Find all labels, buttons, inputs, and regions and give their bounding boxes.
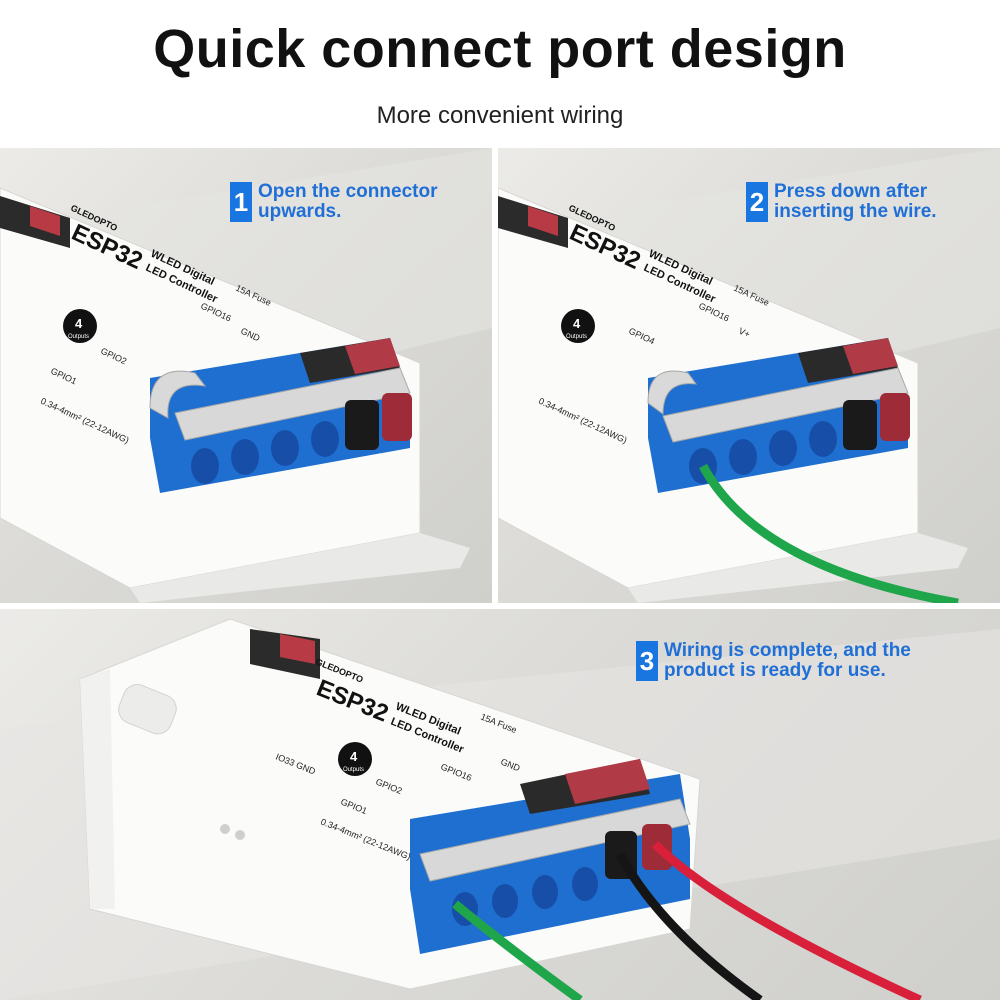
step-1-text: Open the connector upwards. — [258, 181, 438, 222]
outputs-count: 4 — [573, 316, 581, 331]
outputs-count: 4 — [350, 749, 358, 764]
step-2-number: 2 — [746, 182, 768, 222]
green-wire — [699, 463, 959, 603]
photo-panel-step-2: GLEDOPTO ESP32 WLED Digital LED Controll… — [498, 148, 1000, 603]
outputs-badge — [63, 309, 97, 343]
outputs-badge — [561, 309, 595, 343]
step-3-text: Wiring is complete, and the product is r… — [664, 640, 911, 681]
pin-label-v-plus: V+ — [737, 326, 751, 340]
connector-lever-open — [149, 370, 207, 419]
photo-panel-step-1: GLEDOPTO ESP32 WLED Digital LED Controll… — [0, 148, 492, 603]
photo-panel-step-3: GLEDOPTO ESP32 WLED Digital LED Controll… — [0, 609, 1000, 1000]
controller-photo-open: GLEDOPTO ESP32 WLED Digital LED Controll… — [0, 148, 492, 603]
outputs-count: 4 — [75, 316, 83, 331]
controller-photo-wired: GLEDOPTO ESP32 WLED Digital LED Controll… — [0, 618, 1000, 1000]
outputs-label: Outputs — [68, 334, 89, 340]
black-wire — [616, 851, 763, 1000]
step-1-number: 1 — [230, 182, 252, 222]
step-1-callout: 1 Open the connector upwards. — [230, 182, 437, 222]
step-2-callout: 2 Press down after inserting the wire. — [746, 182, 937, 222]
step-2-text: Press down after inserting the wire. — [774, 181, 937, 222]
page-subtitle: More convenient wiring — [376, 102, 624, 129]
outputs-label: Outputs — [566, 334, 587, 340]
page-title: Quick connect port design — [153, 19, 847, 79]
step-3-number: 3 — [636, 641, 658, 681]
controller-photo-wire-inserted: GLEDOPTO ESP32 WLED Digital LED Controll… — [498, 148, 1000, 603]
green-wire — [452, 900, 583, 1000]
red-wire — [651, 840, 922, 1000]
outputs-badge — [338, 742, 372, 776]
step-3-callout: 3 Wiring is complete, and the product is… — [636, 641, 911, 681]
outputs-label: Outputs — [343, 767, 364, 773]
